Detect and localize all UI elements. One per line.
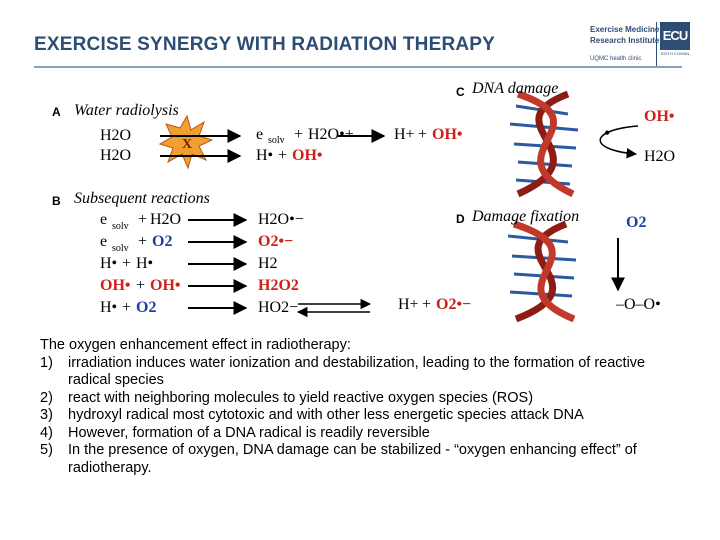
b5-h: H• xyxy=(100,299,118,316)
radiation-x: X xyxy=(182,137,193,152)
diagram-graphics xyxy=(158,90,639,323)
a-plus-1: + xyxy=(294,126,304,143)
b2-solv: solv xyxy=(112,243,129,254)
b2-product: O2•− xyxy=(258,233,294,250)
a-plus-2: + xyxy=(418,126,428,143)
d-oo-radical: –O–O• xyxy=(616,296,661,313)
b3-product: H2 xyxy=(258,255,278,272)
explanation-intro: The oxygen enhancement effect in radioth… xyxy=(40,337,351,353)
page-title: EXERCISE SYNERGY WITH RADIATION THERAPY xyxy=(34,34,496,55)
d-o2: O2 xyxy=(626,214,647,231)
panel-b-label: B xyxy=(52,194,61,208)
a-final-h-plus: H+ xyxy=(394,126,415,143)
b5-o2: O2 xyxy=(136,299,157,316)
institute-logo: Exercise Medicine Research Institute UQM… xyxy=(590,20,700,68)
b2-plus: + xyxy=(138,233,148,250)
b3-plus: + xyxy=(122,255,132,272)
list-item: 3) hydroxyl radical most cytotoxic and wi… xyxy=(40,407,680,425)
logo-line2: Research Institute xyxy=(590,36,660,45)
b2-e: e xyxy=(100,233,108,250)
b5-plus: + xyxy=(122,299,132,316)
logo-line1: Exercise Medicine xyxy=(590,25,660,34)
panel-a-title: Water radiolysis xyxy=(74,102,179,119)
title-divider xyxy=(34,66,682,68)
a-plus-3: + xyxy=(278,147,288,164)
logo-divider xyxy=(656,22,657,66)
list-number: 1) xyxy=(40,354,53,371)
dna-helix-d xyxy=(507,220,577,323)
b5-final-plus: + xyxy=(422,296,432,313)
c-dna-dot: • xyxy=(604,123,611,143)
a-final-oh: OH• xyxy=(432,126,463,143)
b5-final-h-plus: H+ xyxy=(398,296,419,313)
b3-h-1: H• xyxy=(100,255,118,272)
list-number: 3) xyxy=(40,407,53,423)
a-reactant-2: H2O xyxy=(100,147,132,164)
b2-o2: O2 xyxy=(152,233,173,250)
dna-helix-c xyxy=(509,90,579,198)
ecu-badge-sub: EDITH COWAN xyxy=(660,51,690,56)
list-text: hydroxyl radical most cytotoxic and with… xyxy=(68,407,584,423)
list-item: 2) react with neighboring molecules to yi… xyxy=(40,390,680,408)
list-text: react with neighboring molecules to yiel… xyxy=(68,389,534,406)
b4-oh-2: OH• xyxy=(150,277,181,294)
b1-product: H2O•− xyxy=(258,211,304,228)
list-item: 1) irradiation induces water ionization a… xyxy=(40,355,680,390)
ecu-badge: ECU xyxy=(660,22,690,50)
explanation-list: 1) irradiation induces water ionization a… xyxy=(40,355,680,478)
list-text: However, formation of a DNA radical is r… xyxy=(68,424,430,441)
b4-oh-1: OH• xyxy=(100,277,131,294)
c-oh-radical: OH• xyxy=(644,108,675,125)
radiolysis-diagram: A Water radiolysis B Subsequent reaction… xyxy=(48,74,688,334)
b5-final-o2-minus: O2•− xyxy=(436,296,472,313)
b1-e: e xyxy=(100,211,108,228)
panel-d-title: Damage fixation xyxy=(472,208,580,225)
panel-c-label: C xyxy=(456,85,465,99)
panel-c-title: DNA damage xyxy=(472,80,559,97)
b3-h-2: H• xyxy=(136,255,154,272)
b1-plus: + xyxy=(138,211,148,228)
list-number: 4) xyxy=(40,424,53,441)
list-text: irradiation induces water ionization and… xyxy=(68,354,646,389)
list-item: 5) In the presence of oxygen, DNA damage … xyxy=(40,442,680,477)
a-product-e: e xyxy=(256,126,264,143)
b1-solv: solv xyxy=(112,221,129,232)
list-number: 2) xyxy=(40,389,53,406)
panel-d-label: D xyxy=(456,212,465,226)
b1-h2o: H2O xyxy=(150,211,182,228)
b4-product: H2O2 xyxy=(258,277,299,294)
panel-a-label: A xyxy=(52,105,61,119)
arrow-c-curve xyxy=(599,125,639,159)
logo-line3: UQMC health clinic xyxy=(590,56,642,62)
list-item: 4) However, formation of a DNA radical is… xyxy=(40,425,680,443)
a-product-oh: OH• xyxy=(292,147,323,164)
c-h2o: H2O xyxy=(644,148,676,165)
list-number: 5) xyxy=(40,442,53,458)
a-reactant-1: H2O xyxy=(100,127,132,144)
explanation-text: The oxygen enhancement effect in radioth… xyxy=(40,337,680,477)
a-product-h: H• xyxy=(256,147,274,164)
list-text: In the presence of oxygen, DNA damage ca… xyxy=(68,442,637,476)
panel-b-title: Subsequent reactions xyxy=(74,190,210,207)
b4-plus: + xyxy=(136,277,146,294)
b5-product: HO2− xyxy=(258,299,299,316)
a-product-solv: solv xyxy=(268,135,285,146)
a-product-h2o-plus: H2O•+ xyxy=(308,126,354,143)
